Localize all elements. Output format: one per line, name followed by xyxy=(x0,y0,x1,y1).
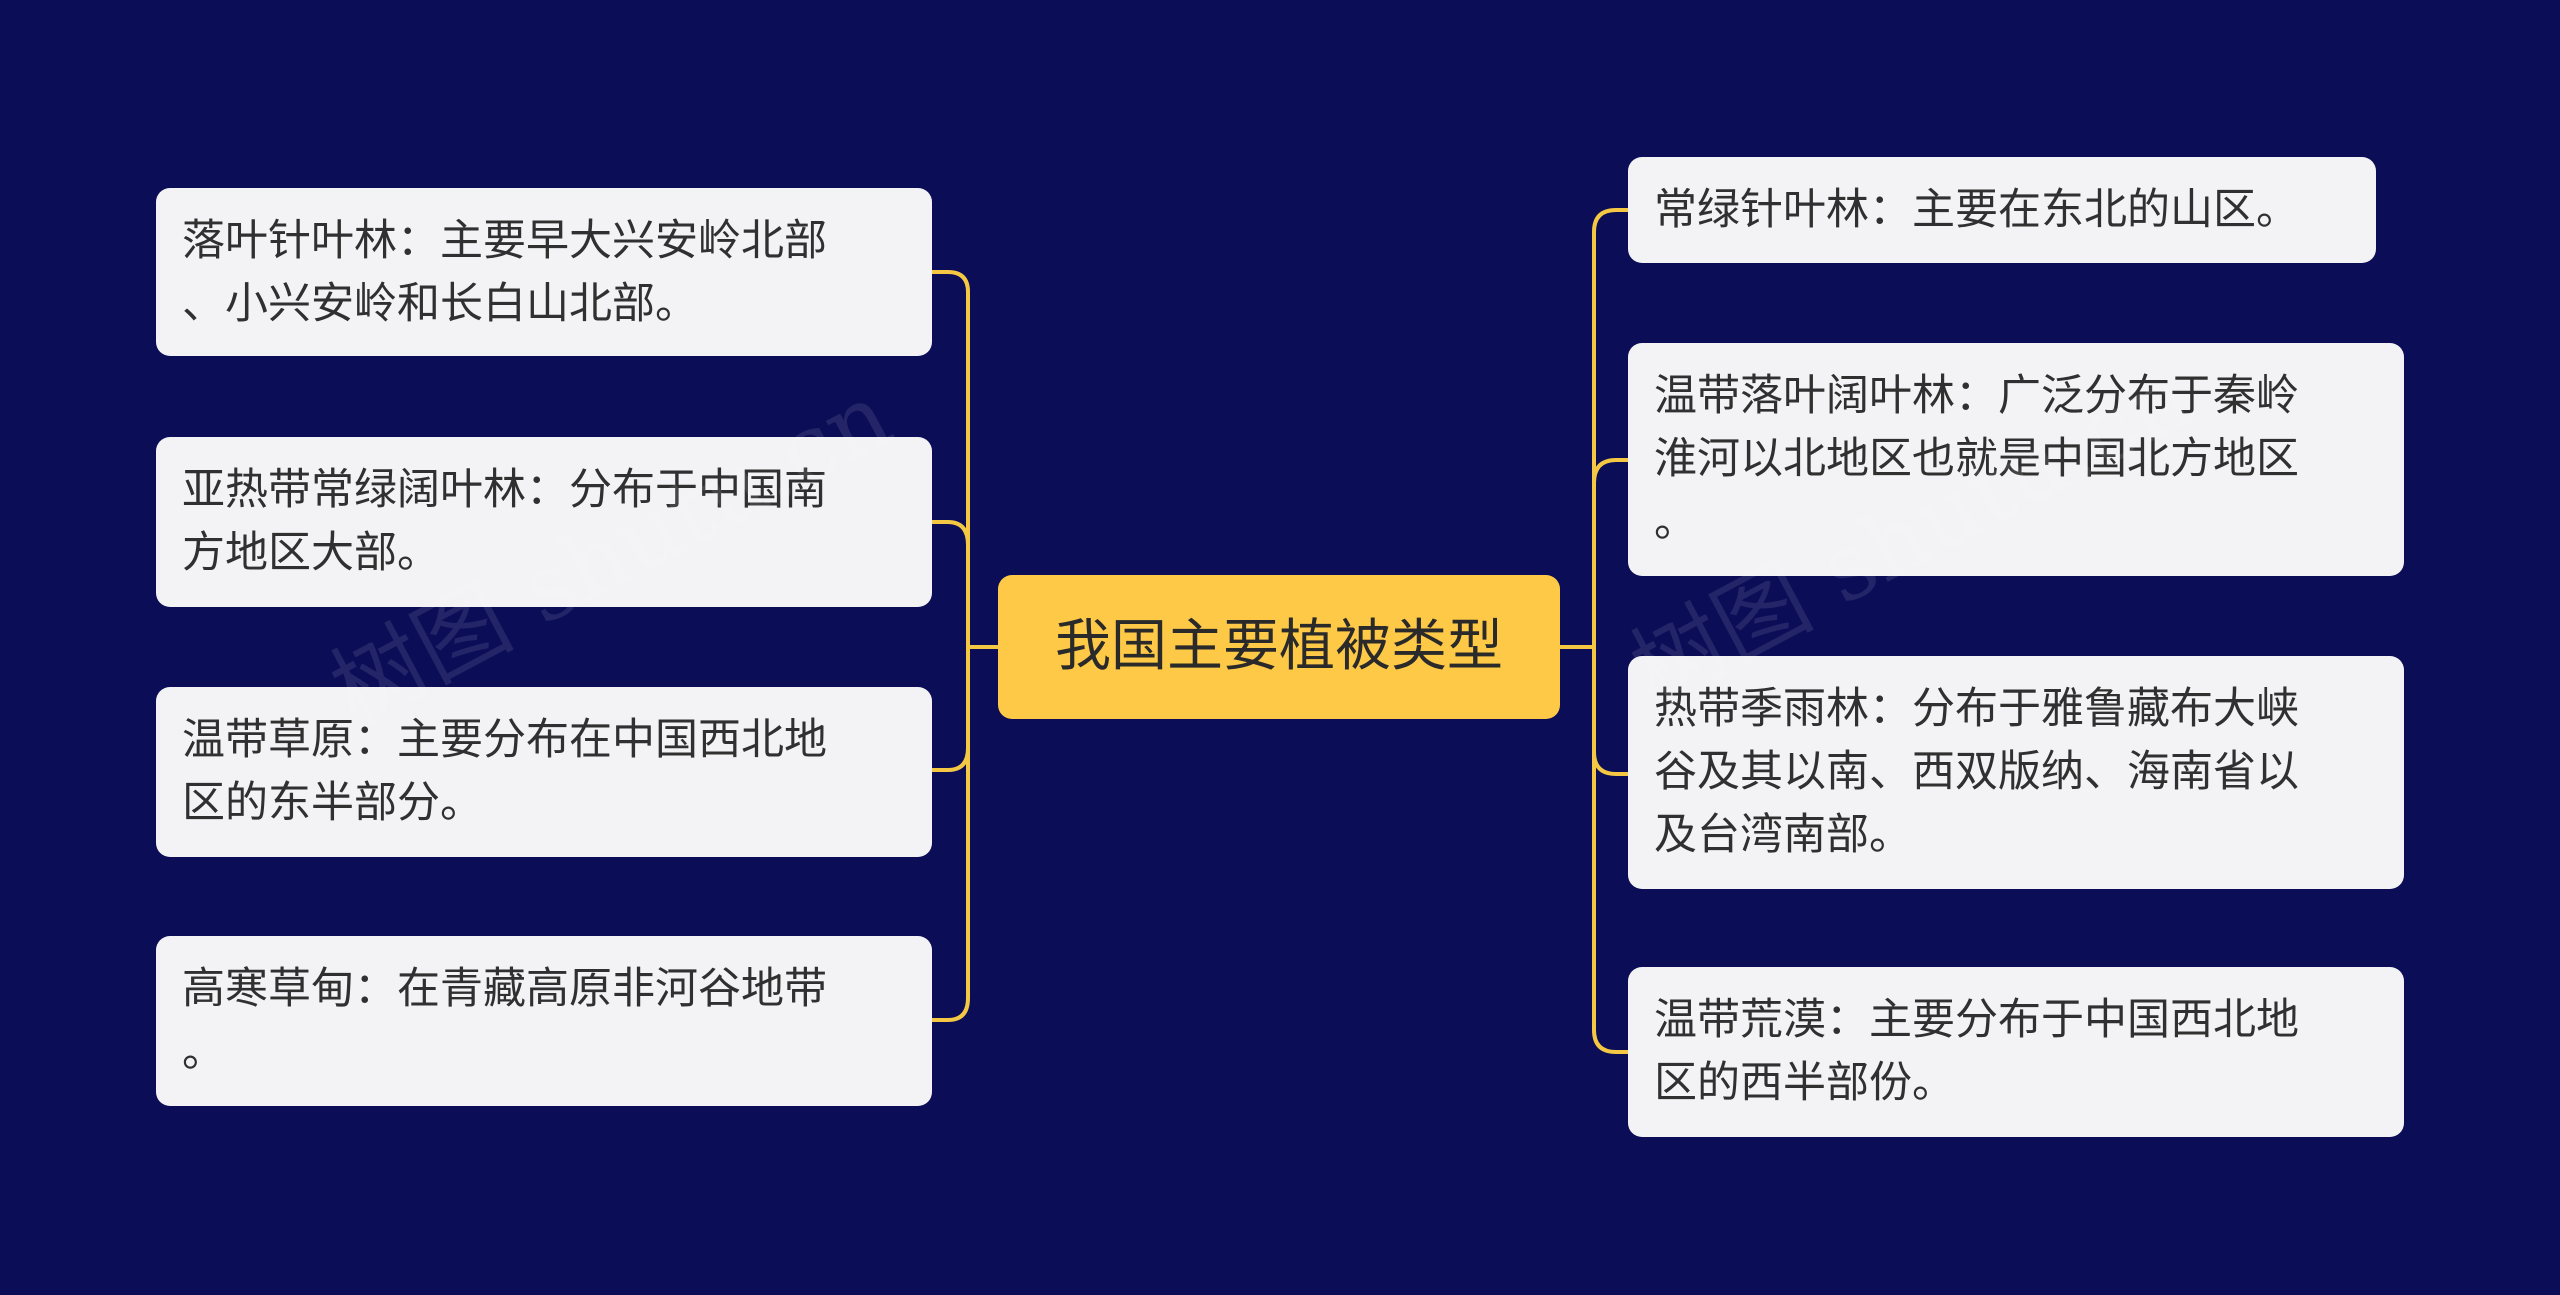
topic-subtropical-evergreen-broadleaf-forest[interactable]: 亚热带常绿阔叶林：分布于中国南 方地区大部。 xyxy=(156,437,932,607)
connector-right-2 xyxy=(1592,458,1630,649)
topic-tropical-monsoon-forest[interactable]: 热带季雨林：分布于雅鲁藏布大峡 谷及其以南、西双版纳、海南省以 及台湾南部。 xyxy=(1628,656,2404,889)
connector-right-3 xyxy=(1592,645,1630,776)
topic-temperate-deciduous-broadleaf-forest[interactable]: 温带落叶阔叶林：广泛分布于秦岭 淮河以北地区也就是中国北方地区 。 xyxy=(1628,343,2404,576)
connector-right-1 xyxy=(1592,208,1630,649)
connector-left-3 xyxy=(930,645,970,772)
connector-right-4 xyxy=(1592,645,1630,1054)
topic-alpine-meadow[interactable]: 高寒草甸：在青藏高原非河谷地带 。 xyxy=(156,936,932,1106)
topic-deciduous-coniferous-forest[interactable]: 落叶针叶林：主要早大兴安岭北部 、小兴安岭和长白山北部。 xyxy=(156,188,932,356)
right-branch-connectors xyxy=(1558,208,1630,1054)
connector-left-4 xyxy=(930,645,970,1022)
topic-evergreen-coniferous-forest[interactable]: 常绿针叶林：主要在东北的山区。 xyxy=(1628,157,2376,263)
root-topic[interactable]: 我国主要植被类型 xyxy=(998,575,1560,719)
left-branch-connectors xyxy=(930,270,1000,1022)
topic-temperate-grassland[interactable]: 温带草原：主要分布在中国西北地 区的东半部分。 xyxy=(156,687,932,857)
topic-temperate-desert[interactable]: 温带荒漠：主要分布于中国西北地 区的西半部份。 xyxy=(1628,967,2404,1137)
connector-left-1 xyxy=(930,270,970,649)
connector-left-2 xyxy=(930,520,970,649)
